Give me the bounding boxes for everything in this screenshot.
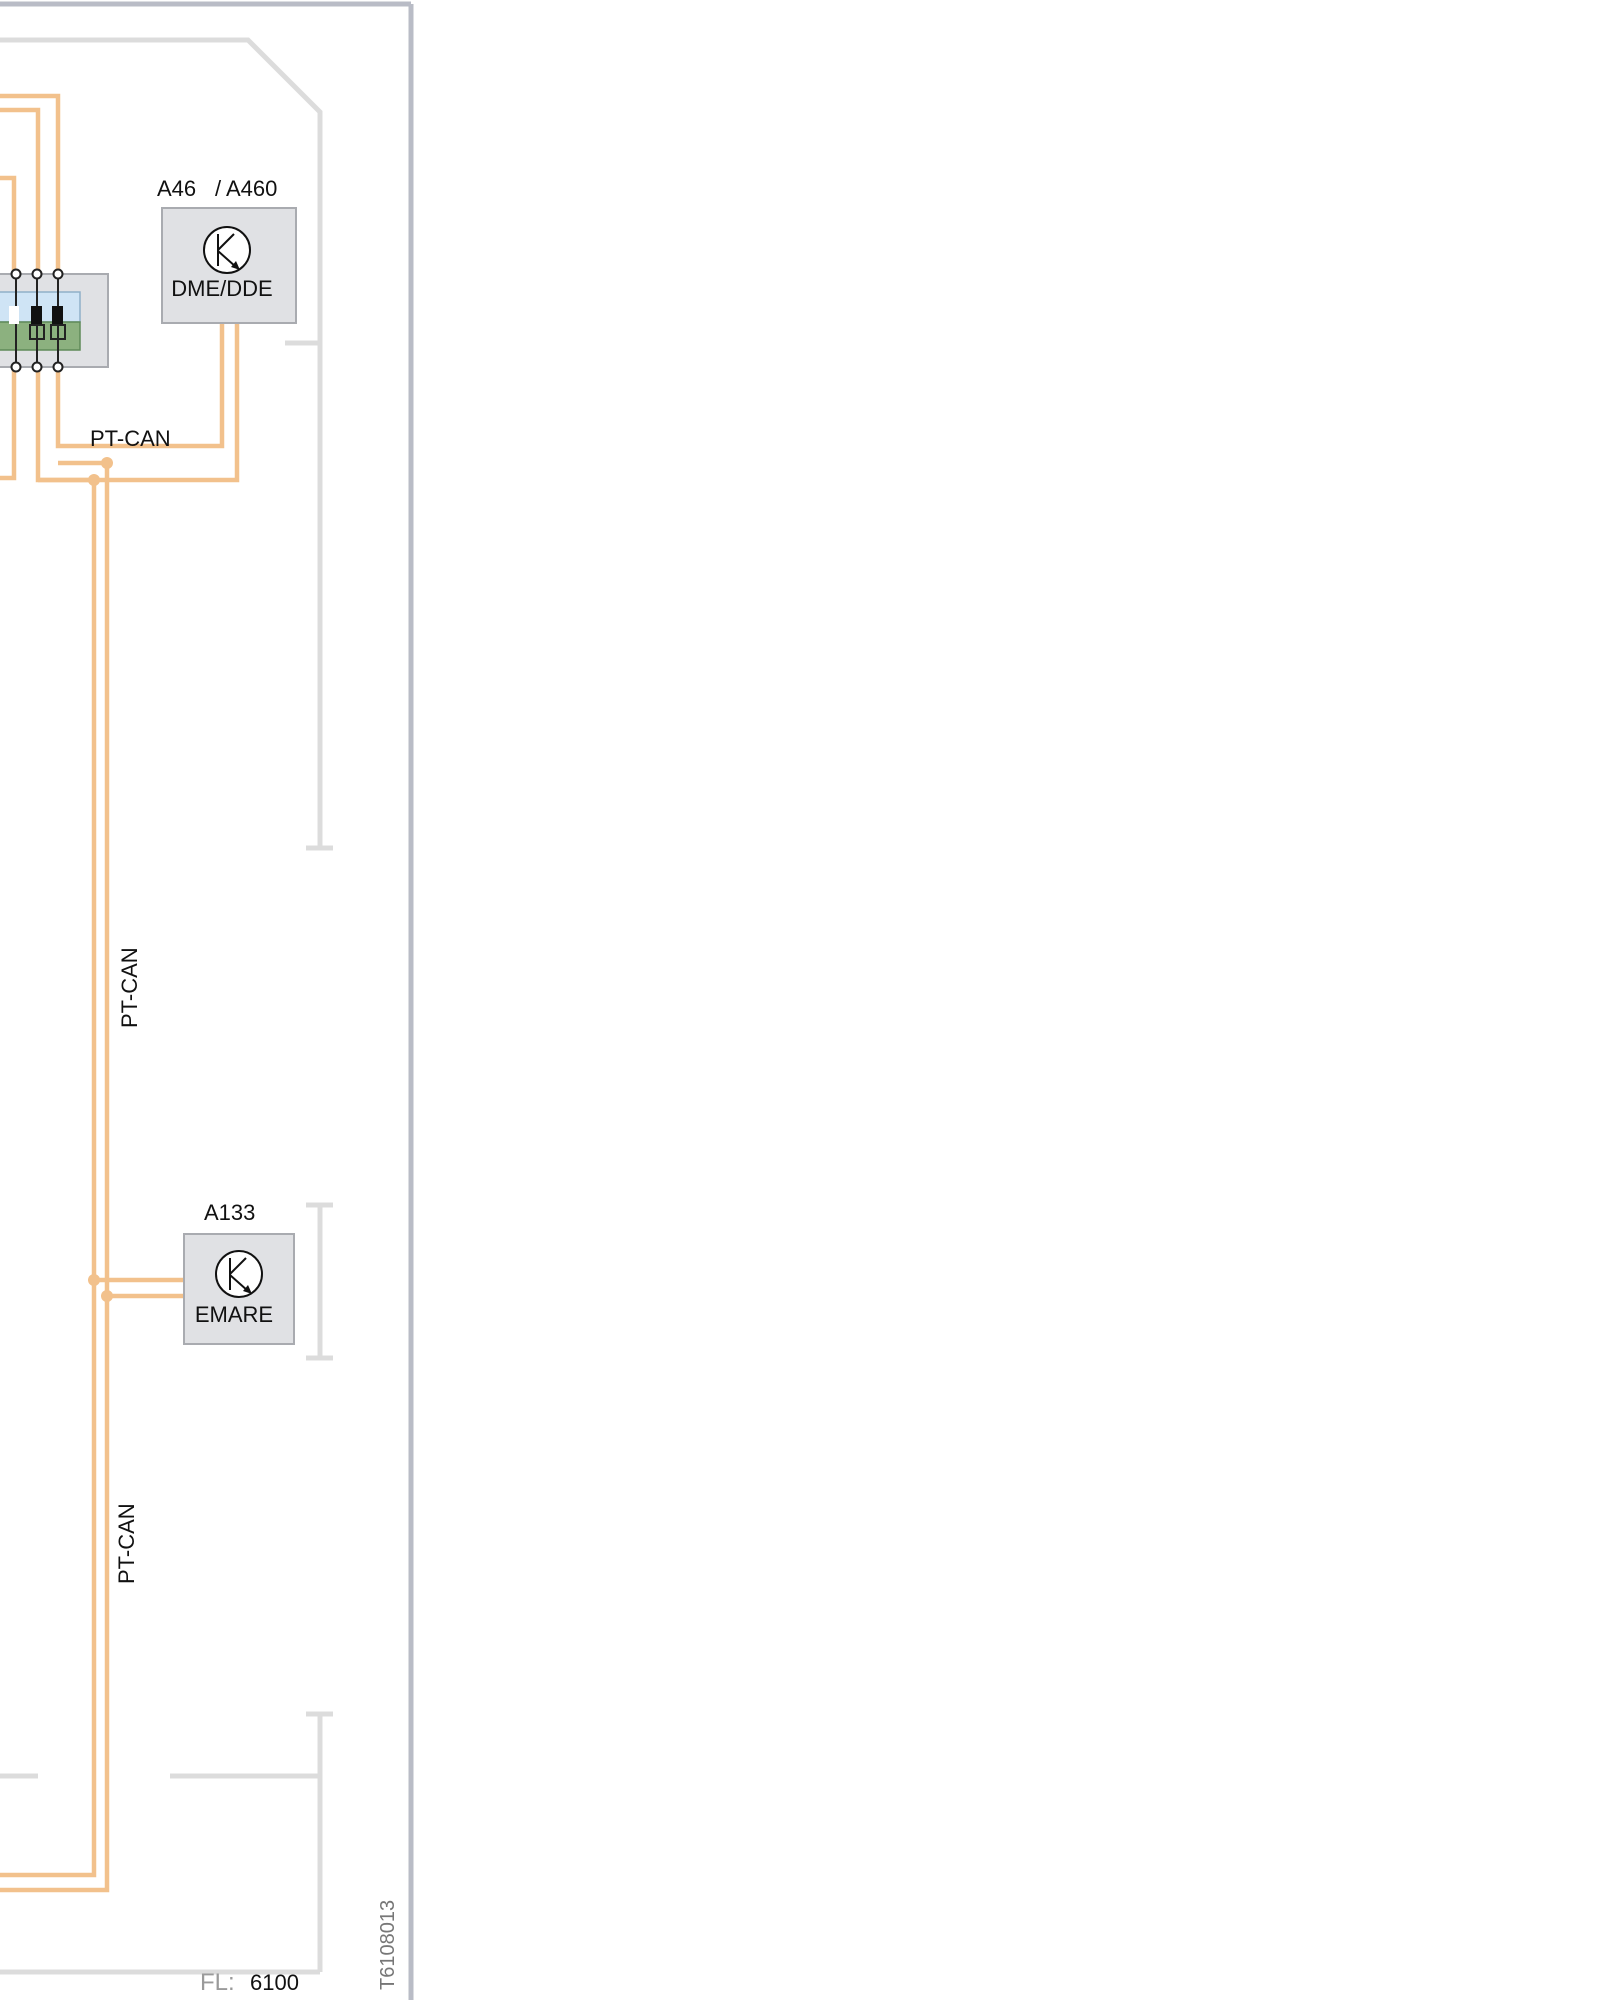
junction-dot [101, 457, 113, 469]
junction-dot [88, 474, 100, 486]
fl-key: FL: [200, 1969, 235, 1996]
ecu-emare: A133 EMARE [183, 1200, 295, 1345]
wire-junctions [88, 457, 113, 1302]
bus-label-pt-can: PT-CAN [114, 1503, 139, 1584]
ecu-name: EMARE [195, 1302, 273, 1327]
vehicle-outline [0, 37, 333, 1975]
connector-block [0, 268, 109, 373]
bus-label-pt-can: PT-CAN [90, 426, 171, 451]
junction-dot [88, 1274, 100, 1286]
ecu-id-alt-label: / A460 [215, 176, 277, 201]
ecu-id-label: A46 [157, 176, 196, 201]
diagram-frame [0, 1, 414, 2000]
ecu-name: DME/DDE [171, 276, 272, 301]
transistor-icon [215, 1250, 263, 1298]
ecu-dme-dde: A46 / A460 DME/DDE [157, 176, 297, 324]
fl-value: 6100 [250, 1970, 299, 1995]
document-id: T6108013 [377, 1900, 399, 1990]
junction-dot [101, 1290, 113, 1302]
bus-label-pt-can: PT-CAN [117, 947, 142, 1028]
ecu-id-label: A133 [204, 1200, 255, 1225]
transistor-icon [203, 226, 251, 274]
